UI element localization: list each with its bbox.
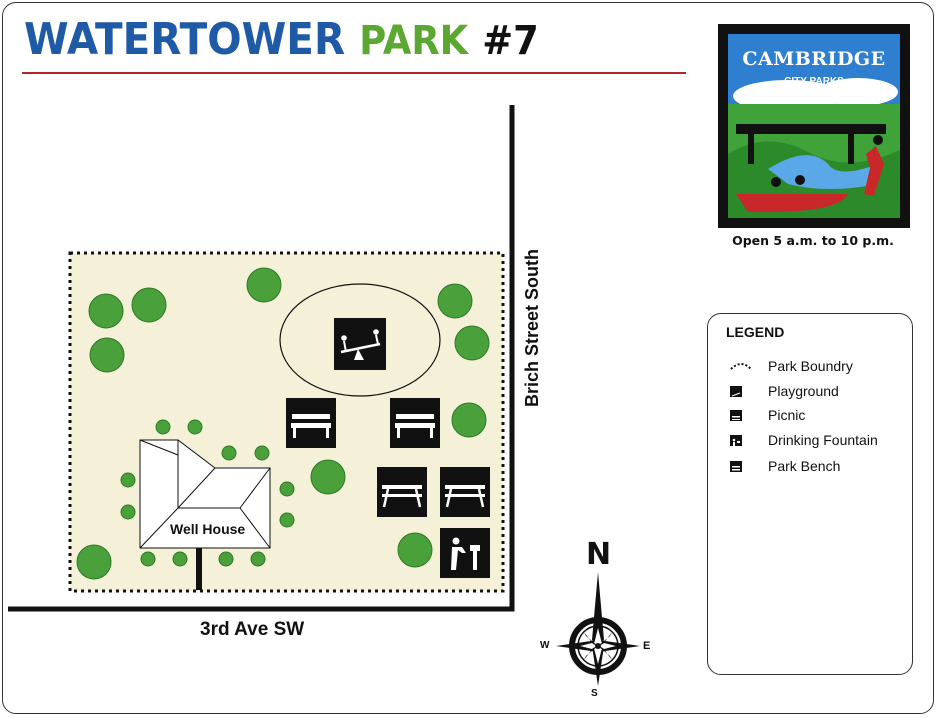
- logo-name: CAMBRIDGE: [742, 48, 886, 70]
- logo-scene-graphic: [728, 34, 900, 218]
- bench-icon: [730, 460, 758, 472]
- well-house-label: Well House: [170, 521, 246, 537]
- tree: [451, 402, 487, 438]
- title-number: #7: [482, 18, 539, 64]
- street-label-south: 3rd Ave SW: [200, 619, 305, 640]
- dotted-line-icon: [730, 361, 758, 371]
- seesaw-icon: [730, 385, 758, 397]
- legend-label: Playground: [768, 383, 839, 399]
- tree: [310, 459, 346, 495]
- legend-label: Park Bench: [768, 458, 841, 474]
- page-title: WATERTOWER PARK #7: [24, 14, 539, 65]
- tree: [246, 267, 282, 303]
- picnic-table-icon: [440, 467, 490, 517]
- legend-item-park-boundary: Park Boundry: [730, 357, 853, 375]
- small-trees: [120, 419, 295, 567]
- legend-item-playground: Playground: [730, 382, 839, 400]
- title-rule: [22, 72, 686, 74]
- compass-north-label: N: [586, 537, 612, 572]
- legend-label: Drinking Fountain: [768, 432, 878, 448]
- bench-icon: [390, 398, 440, 448]
- tree: [76, 544, 112, 580]
- tree: [397, 532, 433, 568]
- title-word-1: WATERTOWER: [24, 14, 346, 65]
- tree: [88, 293, 124, 329]
- legend-item-picnic: Picnic: [730, 406, 805, 424]
- tree: [454, 325, 490, 361]
- trees: [76, 267, 490, 580]
- legend-label: Picnic: [768, 407, 806, 423]
- well-house-building: [139, 439, 271, 549]
- picnic-table-icon: [730, 409, 758, 421]
- street-label-east: Brich Street South: [522, 248, 542, 408]
- tree: [131, 287, 167, 323]
- drinking-fountain-icon: [440, 528, 490, 578]
- park-hours: Open 5 a.m. to 10 p.m.: [732, 233, 894, 248]
- title-word-2: PARK: [359, 18, 469, 64]
- legend-item-park-bench: Park Bench: [730, 457, 840, 475]
- tree: [437, 283, 473, 319]
- tree: [89, 337, 125, 373]
- road-lines: [8, 105, 515, 612]
- compass-rose: [556, 572, 640, 686]
- logo-subtitle: CITY PARKS: [784, 76, 844, 87]
- map-legend: LEGEND Park Boundry Playground Picnic Dr…: [707, 313, 913, 675]
- legend-item-drinking-fountain: Drinking Fountain: [730, 431, 878, 449]
- compass-east-label: E: [643, 640, 651, 652]
- bench-icon: [286, 398, 336, 448]
- seesaw-icon: [334, 318, 386, 370]
- drinking-fountain-icon: [730, 434, 758, 447]
- compass-south-label: S: [591, 688, 598, 699]
- picnic-table-icon: [377, 467, 427, 517]
- legend-label: Park Boundry: [768, 358, 853, 374]
- logo-artwork: CAMBRIDGE CITY PARKS: [728, 34, 900, 218]
- compass-west-label: W: [540, 640, 550, 651]
- cambridge-logo: CAMBRIDGE CITY PARKS: [718, 24, 910, 228]
- legend-title: LEGEND: [726, 324, 785, 340]
